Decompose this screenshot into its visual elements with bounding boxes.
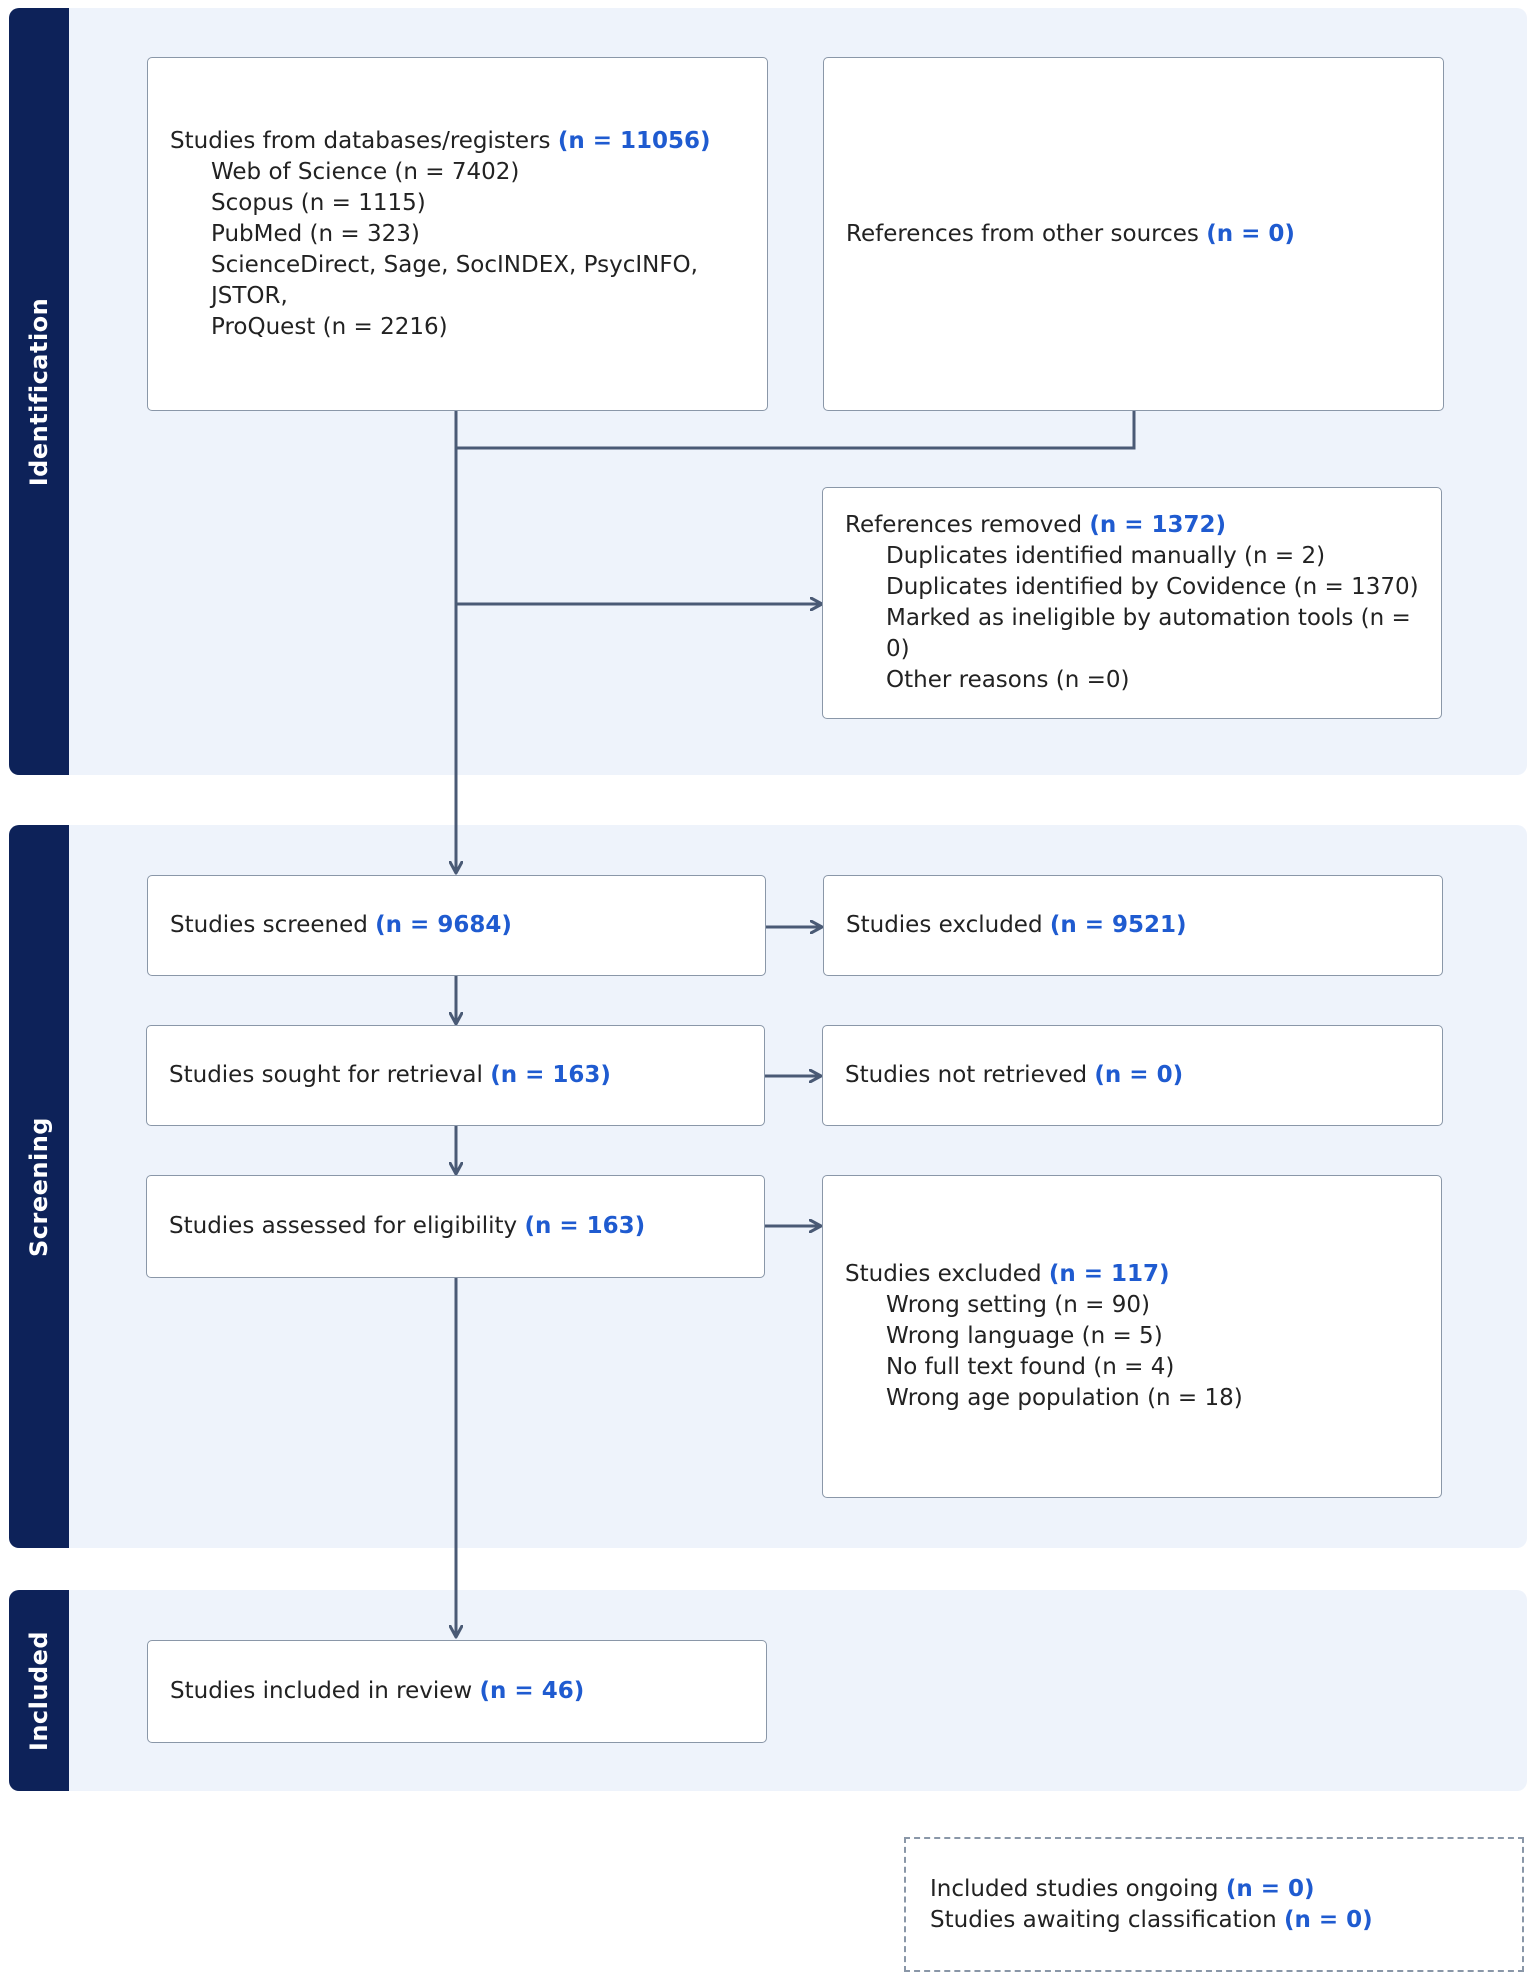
included-count: (n = 46) <box>479 1678 585 1704</box>
excluded-eligibility-item: Wrong setting (n = 90) <box>886 1292 1150 1318</box>
not-retrieved-count: (n = 0) <box>1094 1062 1184 1088</box>
other-sources-count: (n = 0) <box>1206 220 1295 247</box>
ongoing-box: Included studies ongoing (n = 0) Studies… <box>904 1837 1524 1972</box>
assessed-heading: Studies assessed for eligibility (n = 16… <box>169 1213 646 1239</box>
phase-label-screening: Screening <box>25 1116 53 1257</box>
excluded-eligibility-box: Studies excluded (n = 117) Wrong setting… <box>822 1175 1442 1498</box>
phase-label-included: Included <box>25 1630 53 1751</box>
databases-item: Web of Science (n = 7402) <box>211 158 520 185</box>
databases-item: Scopus (n = 1115) <box>211 189 426 216</box>
removed-item: Other reasons (n =0) <box>886 667 1130 693</box>
databases-item: PubMed (n = 323) <box>211 220 420 247</box>
excluded-eligibility-item: No full text found (n = 4) <box>886 1354 1175 1380</box>
excluded-eligibility-heading: Studies excluded (n = 117) <box>845 1261 1170 1287</box>
screened-heading: Studies screened (n = 9684) <box>170 912 512 938</box>
excluded-screening-heading: Studies excluded (n = 9521) <box>846 912 1187 938</box>
assessed-box: Studies assessed for eligibility (n = 16… <box>146 1175 765 1278</box>
sought-box: Studies sought for retrieval (n = 163) <box>146 1025 765 1126</box>
other-sources-heading: References from other sources (n = 0) <box>846 220 1295 247</box>
removed-item: Duplicates identified manually (n = 2) <box>886 543 1326 569</box>
ongoing-count: (n = 0) <box>1225 1875 1315 1902</box>
databases-box: Studies from databases/registers (n = 11… <box>147 57 768 411</box>
assessed-count: (n = 163) <box>524 1213 646 1239</box>
phase-bar-screening: Screening <box>9 825 69 1548</box>
excluded-screening-count: (n = 9521) <box>1049 912 1187 938</box>
phase-label-identification: Identification <box>25 297 53 486</box>
awaiting-line: Studies awaiting classification (n = 0) <box>930 1906 1373 1933</box>
databases-item: ProQuest (n = 2216) <box>211 313 448 340</box>
removed-item: Marked as ineligible by automation tools… <box>886 605 1411 662</box>
excluded-eligibility-count: (n = 117) <box>1048 1261 1170 1287</box>
databases-heading: Studies from databases/registers (n = 11… <box>170 127 711 154</box>
awaiting-count: (n = 0) <box>1284 1906 1373 1933</box>
excluded-eligibility-item: Wrong age population (n = 18) <box>886 1385 1243 1411</box>
excluded-eligibility-item: Wrong language (n = 5) <box>886 1323 1163 1349</box>
ongoing-line: Included studies ongoing (n = 0) <box>930 1875 1315 1902</box>
included-heading: Studies included in review (n = 46) <box>170 1678 585 1704</box>
removed-item: Duplicates identified by Covidence (n = … <box>886 574 1419 600</box>
screened-count: (n = 9684) <box>375 912 512 938</box>
removed-heading: References removed (n = 1372) <box>845 512 1227 538</box>
sought-count: (n = 163) <box>490 1062 611 1088</box>
not-retrieved-box: Studies not retrieved (n = 0) <box>822 1025 1443 1126</box>
phase-bar-included: Included <box>9 1590 69 1791</box>
databases-count: (n = 11056) <box>557 127 711 154</box>
databases-item: ScienceDirect, Sage, SocINDEX, PsycINFO,… <box>211 251 698 309</box>
excluded-screening-box: Studies excluded (n = 9521) <box>823 875 1443 976</box>
screened-box: Studies screened (n = 9684) <box>147 875 766 976</box>
phase-bar-identification: Identification <box>9 8 69 775</box>
other-sources-box: References from other sources (n = 0) <box>823 57 1444 411</box>
removed-count: (n = 1372) <box>1089 512 1227 538</box>
not-retrieved-heading: Studies not retrieved (n = 0) <box>845 1062 1184 1088</box>
included-box: Studies included in review (n = 46) <box>147 1640 767 1743</box>
references-removed-box: References removed (n = 1372) Duplicates… <box>822 487 1442 719</box>
sought-heading: Studies sought for retrieval (n = 163) <box>169 1062 611 1088</box>
